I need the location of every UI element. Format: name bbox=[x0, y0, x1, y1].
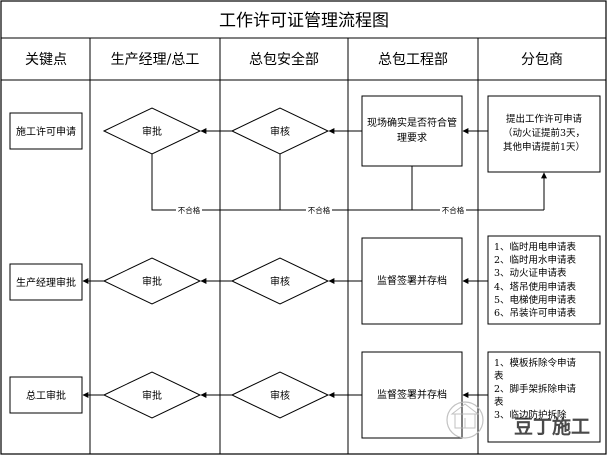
row3-engineering-label: 监督签署并存档 bbox=[377, 388, 447, 401]
column-header-safety: 总包安全部 bbox=[249, 51, 319, 68]
reject-label: 不合格 bbox=[308, 205, 331, 215]
row3-subcontractor-line: 3、临边防护拆除 bbox=[494, 409, 567, 421]
row2-subcontractor-line: 4、塔吊使用申请表 bbox=[494, 281, 577, 293]
row2-subcontractor-box: 1、临时用电申请表 2、临时用水申请表 3、动火证申请表 4、塔吊使用申请表 5… bbox=[487, 235, 601, 325]
row1-safety-diamond: 审核 bbox=[230, 107, 330, 155]
row1-manager-diamond: 审批 bbox=[102, 107, 202, 155]
row1-engineering-box: 现场确实是否符合管 理要求 bbox=[361, 95, 463, 167]
key-point-label: 施工许可申请 bbox=[16, 125, 76, 138]
watermark-text: 豆丁施工 bbox=[514, 415, 590, 438]
watermark: 豆丁施工 bbox=[446, 401, 590, 439]
key-point-label: 总工审批 bbox=[26, 389, 66, 402]
row1-subcontractor-box: 提出工作许可申请 （动火证提前3天， 其他申请提前1天） bbox=[487, 95, 601, 173]
row1-manager-label: 审批 bbox=[142, 125, 162, 138]
row2-subcontractor-line: 1、临时用电申请表 bbox=[494, 241, 577, 253]
column-header-key-points: 关键点 bbox=[25, 52, 67, 68]
row1-engineering-line: 现场确实是否符合管 bbox=[367, 116, 457, 129]
row3-subcontractor-line: 表 bbox=[494, 396, 504, 408]
row3-safety-label: 审核 bbox=[270, 389, 290, 402]
key-point-label: 生产经理审批 bbox=[16, 276, 76, 289]
row1-safety-label: 审核 bbox=[270, 125, 290, 138]
reject-label: 不合格 bbox=[178, 205, 201, 215]
row2-safety-diamond: 审核 bbox=[230, 257, 330, 305]
column-header-subcontractor: 分包商 bbox=[521, 52, 563, 68]
row2-subcontractor-line: 3、动火证申请表 bbox=[494, 267, 567, 279]
row1-subcontractor-line: 提出工作许可申请 bbox=[506, 113, 583, 125]
column-header-manager: 生产经理/总工 bbox=[111, 52, 200, 68]
row2-safety-label: 审核 bbox=[270, 275, 290, 288]
column-header-engineering: 总包工程部 bbox=[378, 52, 448, 68]
key-point-box: 施工许可申请 bbox=[9, 112, 83, 150]
row2-engineering-box: 监督签署并存档 bbox=[361, 237, 463, 325]
row3-subcontractor-line: 1、模板拆除令申请 bbox=[494, 357, 577, 369]
row3-engineering-box: 监督签署并存档 bbox=[361, 351, 463, 439]
row1-subcontractor-line: （动火证提前3天， bbox=[503, 127, 585, 139]
row2-manager-diamond: 审批 bbox=[102, 257, 202, 305]
row1-reject-line bbox=[151, 154, 544, 211]
row2-manager-label: 审批 bbox=[142, 275, 162, 288]
row3-safety-diamond: 审核 bbox=[230, 371, 330, 419]
key-point-box: 生产经理审批 bbox=[9, 263, 83, 301]
row3-subcontractor-line: 表 bbox=[494, 370, 504, 382]
key-point-box: 总工审批 bbox=[9, 376, 83, 414]
row3-manager-label: 审批 bbox=[142, 389, 162, 402]
row3-manager-diamond: 审批 bbox=[102, 371, 202, 419]
row3-subcontractor-line: 2、脚手架拆除申请 bbox=[494, 383, 577, 395]
row3-subcontractor-box: 1、模板拆除令申请 表 2、脚手架拆除申请 表 3、临边防护拆除 bbox=[487, 351, 601, 443]
row1-subcontractor-line: 其他申请提前1天） bbox=[503, 141, 585, 153]
row1-engineering-line: 理要求 bbox=[397, 132, 427, 144]
reject-label: 不合格 bbox=[442, 205, 465, 215]
row2-subcontractor-line: 6、吊装许可申请表 bbox=[494, 307, 577, 319]
row2-subcontractor-line: 2、临时用水申请表 bbox=[494, 254, 577, 266]
diagram-title: 工作许可证管理流程图 bbox=[219, 11, 389, 31]
row2-engineering-label: 监督签署并存档 bbox=[377, 274, 447, 287]
building-logo-icon bbox=[446, 401, 484, 439]
row2-subcontractor-line: 5、电梯使用申请表 bbox=[494, 294, 577, 306]
